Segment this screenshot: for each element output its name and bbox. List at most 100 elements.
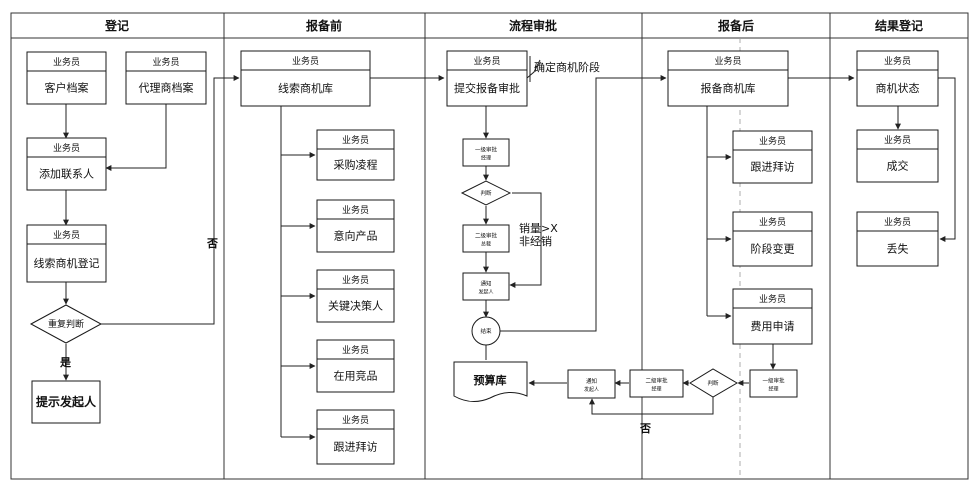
card-decision-role: 业务员 — [342, 274, 369, 286]
edge-label-no-left: 否 — [206, 237, 218, 250]
card-status-label: 商机状态 — [876, 81, 920, 95]
lane-title-post: 报备后 — [718, 18, 754, 33]
card-visit-post-frame — [732, 130, 813, 184]
lane-title-flow: 流程审批 — [509, 18, 557, 33]
card-won-frame — [856, 129, 939, 183]
card-intent-label: 意向产品 — [334, 229, 378, 243]
small-box-approve2b-line2: 经理 — [651, 386, 661, 393]
card-lost-label: 丢失 — [887, 243, 909, 256]
annotation: 确定商机阶段 — [529, 56, 600, 82]
small-box-notify2-line2: 发起人 — [584, 386, 599, 393]
lanes: 登记 报备前 流程审批 报备后 结果登记 — [10, 12, 969, 480]
card-visit-pre-frame — [316, 409, 395, 465]
small-box-approve2b-line1: 二级审批 — [645, 377, 668, 385]
card-agent-label: 代理商档案 — [139, 81, 194, 95]
card-agent-frame — [125, 51, 207, 105]
cards: 业务员客户档案业务员代理商档案业务员添加联系人业务员线索商机登记业务员线索商机库… — [26, 50, 939, 465]
decision-judge1: 判断 — [460, 180, 512, 206]
card-decision-label: 关键决策人 — [328, 299, 383, 313]
small-box-approve1b-line2: 经理 — [768, 386, 778, 393]
card-stage-frame — [732, 211, 813, 267]
decision-judge2: 判断 — [689, 368, 738, 398]
card-competitor-label: 在用竞品 — [334, 369, 378, 383]
card-lead-register-label: 线索商机登记 — [34, 256, 100, 270]
decision-judge1-label: 判断 — [480, 189, 492, 197]
small-box-notify1-line2: 发起人 — [478, 289, 493, 296]
card-lead-register-frame — [26, 224, 107, 283]
small-box-approve2-line1: 二级审批 — [475, 232, 498, 240]
decision-repeat-label: 重复判断 — [48, 318, 84, 330]
card-visit-pre-label: 跟进拜访 — [334, 441, 378, 454]
annotation-label: 确定商机阶段 — [534, 60, 600, 74]
card-expense-role: 业务员 — [759, 293, 786, 305]
card-won-label: 成交 — [887, 159, 909, 173]
card-submit-role: 业务员 — [473, 55, 500, 67]
edge-label-yes: 是 — [59, 356, 72, 369]
card-competitor-role: 业务员 — [342, 344, 369, 356]
card-opp-pool-role: 业务员 — [714, 55, 741, 67]
card-submit-label: 提交报备审批 — [454, 81, 520, 95]
card-purchase-role: 业务员 — [342, 134, 369, 146]
card-lead-register-role: 业务员 — [53, 229, 80, 241]
card-visit-post-label: 跟进拜访 — [751, 161, 795, 174]
card-add-contact-label: 添加联系人 — [39, 167, 94, 181]
end-node: 结束 — [471, 316, 501, 346]
card-visit-pre-role: 业务员 — [342, 414, 369, 426]
edges — [63, 59, 956, 440]
card-lost-frame — [856, 211, 939, 267]
card-lead-pool-frame — [240, 50, 371, 107]
card-intent-frame — [316, 199, 395, 253]
card-decision-frame — [316, 269, 395, 323]
edge-label-cond: 销量>X 非经销 — [519, 221, 561, 248]
card-add-contact-frame — [26, 137, 107, 191]
card-customer-frame — [26, 51, 107, 105]
card-submit-frame — [446, 50, 528, 107]
card-opp-pool-label: 报备商机库 — [701, 81, 756, 95]
small-box-notify2-line1: 通知 — [586, 377, 597, 385]
card-stage-role: 业务员 — [759, 216, 786, 228]
card-intent-role: 业务员 — [342, 204, 369, 216]
lane-title-pre: 报备前 — [306, 18, 342, 33]
card-opp-pool-frame — [667, 50, 789, 107]
card-competitor-frame — [316, 339, 395, 393]
end-label: 结束 — [480, 327, 492, 335]
card-customer-role: 业务员 — [53, 56, 80, 68]
card-add-contact-role: 业务员 — [53, 142, 80, 154]
lane-title-result: 结果登记 — [875, 18, 923, 33]
small-box-approve1-line2: 经理 — [481, 155, 491, 162]
card-stage-label: 阶段变更 — [751, 242, 795, 256]
lane-title-reg: 登记 — [104, 18, 129, 33]
card-expense-label: 费用申请 — [751, 320, 795, 333]
budget-db: 预算库 — [453, 361, 528, 402]
small-box-approve1-line1: 一级审批 — [475, 146, 498, 154]
budget-db-label: 预算库 — [474, 373, 507, 387]
small-box-notify1-line1: 通知 — [480, 280, 491, 288]
small-box-approve1b-line1: 一级审批 — [762, 377, 785, 385]
edge-label-no-bottom: 否 — [639, 422, 651, 435]
card-lead-pool-role: 业务员 — [292, 55, 319, 67]
card-won-role: 业务员 — [884, 134, 911, 146]
